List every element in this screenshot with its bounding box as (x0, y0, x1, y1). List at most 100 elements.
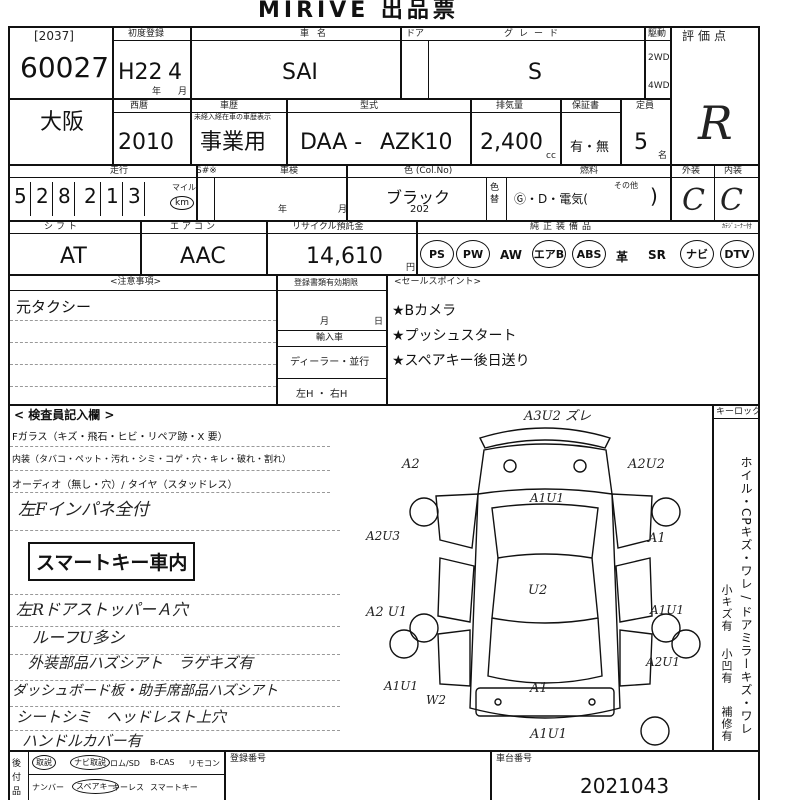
shaseki-label: 車歴 (220, 101, 239, 111)
door-label: ドア (406, 29, 425, 39)
fuel-other: その他 (614, 181, 638, 190)
lot-number: 60027 (20, 51, 110, 84)
diagram-mark: A3U2 ズレ (524, 409, 592, 424)
options-label: 純正装備品 (530, 222, 596, 232)
bottom-side-2: 付 (12, 773, 22, 783)
model-label: 型式 (360, 101, 379, 111)
inspector-note: ハンドルカバー有 (22, 732, 142, 750)
grade-label: グレード (504, 29, 565, 39)
mei-unit: 名 (658, 151, 668, 161)
car-name-label: 車名 (300, 29, 335, 39)
equipment-item: AW (500, 248, 522, 262)
model-code: AZK10 (380, 130, 453, 155)
inspector-note: 左Fインパネ全付 (18, 500, 149, 520)
diagram-mark: A2U2 (628, 457, 665, 472)
smart-key-box: スマートキー車内 (28, 542, 196, 581)
diagram-mark: A1U1 (384, 679, 419, 693)
mileage-digit: 2 (84, 184, 97, 208)
warranty-label: 保証書 (572, 101, 600, 111)
exterior-score: C (682, 183, 705, 218)
diagram-mark: A1U1 (650, 603, 685, 617)
mileage-digit: 8 (58, 184, 71, 208)
drive-label: 駆動 (648, 29, 667, 39)
bottom-item: 取説 (32, 755, 56, 770)
equipment-item: DTV (720, 240, 754, 268)
equipment-item: ナビ (680, 240, 714, 268)
interior-score: C (720, 183, 743, 218)
warranty: 有・無 (570, 140, 610, 155)
mileage-digit: 5 (14, 184, 27, 208)
shaseki-note: 未経入経在車の車歴表示 (194, 113, 271, 121)
audio-row: オーディオ（無し・穴）/ タイヤ（スタッドレス） (12, 480, 238, 491)
equipment-item: SR (648, 248, 666, 262)
inspector-note: ダッシュボード板・助手席部品ハズシアト (12, 683, 278, 699)
displacement: 2,400 (480, 130, 543, 155)
shift-label: シフト (44, 222, 81, 232)
sale-point: ★Bカメラ (392, 303, 457, 319)
import-label: 輸入車 (316, 333, 344, 343)
color-code: 202 (410, 204, 430, 215)
bottom-item: リモコン (188, 759, 220, 768)
bottom-item: B-CAS (150, 758, 175, 767)
fuel-options: Ⓖ・D・電気( (514, 192, 588, 206)
sale-point: ★プッシュスタート (392, 328, 517, 344)
inspection-year-unit: 年 (278, 205, 288, 215)
fuel-close: ) (650, 184, 658, 208)
inspector-note: シートシミ ヘッドレスト上穴 (16, 708, 227, 726)
cc-unit: cc (546, 151, 556, 161)
doc-label: 登録番号 (230, 754, 267, 764)
diagram-mark: U2 (528, 583, 548, 598)
equipment-item: PW (456, 240, 490, 268)
reg-deadline-label: 登録書類有効期限 (294, 278, 358, 287)
equipment-item: エアB (532, 240, 566, 268)
diagram-mark: A1U1 (530, 727, 567, 742)
region: 大阪 (40, 110, 85, 135)
note-main: 元タクシー (16, 298, 92, 316)
lot-bracket: [2037] (34, 29, 74, 43)
year: 2010 (118, 130, 174, 155)
deadline-month-unit: 月 (320, 317, 330, 327)
recycle-value: 14,610 (306, 244, 383, 269)
score-label: 評価点 (682, 29, 731, 43)
diagram-mark: A2U3 (366, 529, 401, 543)
inspector-note: ルーフU多シ (32, 628, 125, 647)
bottom-item: スペアキー (72, 779, 120, 794)
dealer-label: ディーラー・並行 (290, 357, 370, 368)
displacement-label: 排気量 (496, 101, 524, 111)
navi-tuner-label: ｶﾃｼﾞｭｰﾅｰ付 (722, 223, 753, 230)
mile-label: マイル (172, 183, 196, 192)
color-label: 色 (Col.No) (404, 166, 453, 176)
recycle-label: リサイクル預託金 (292, 222, 364, 232)
vertical-note-right: 補修有 (720, 706, 733, 742)
yen-unit: 円 (406, 263, 416, 273)
diagram-mark: A2 U1 (366, 605, 408, 620)
page-title: MIRIVE 出品票 (258, 0, 459, 23)
diagram-mark: A2U1 (646, 655, 681, 669)
equipment-item: PS (420, 240, 454, 268)
interior-row: 内装（タバコ・ペット・汚れ・シミ・コゲ・穴・キレ・破れ・割れ） (12, 455, 292, 465)
capacity: 5 (634, 130, 648, 155)
car-diagram (389, 427, 701, 746)
sale-point: ★スペアキー後日送り (392, 353, 530, 369)
bottom-item: キーレス (112, 783, 144, 792)
mileage-digit: 1 (106, 184, 119, 208)
bottom-item: ロム/SD (110, 759, 140, 768)
inspector-label: < 検査員記入欄 > (14, 408, 115, 422)
serial-label: 車台番号 (496, 754, 533, 764)
serial-number: 2021043 (580, 774, 670, 798)
handle-label: 左H ・ 右H (296, 389, 348, 400)
equipment-item: 革 (616, 250, 629, 264)
drive-4wd: 4WD (648, 81, 670, 91)
inspector-note: スマートキー車内 (36, 552, 188, 574)
bottom-item: ナビ取説 (70, 755, 110, 770)
first-reg-era: H22 (118, 60, 163, 85)
notes-label: <注意事項> (110, 277, 162, 287)
vertical-note-left: 小キズ有 (720, 584, 733, 632)
mileage-digit: 3 (128, 184, 141, 208)
km-circle: km (170, 196, 194, 210)
seireki-label: 西暦 (130, 101, 149, 111)
fuel-label: 燃料 (580, 166, 599, 176)
usage: 事業用 (200, 130, 267, 155)
interior-label: 内装 (724, 166, 743, 176)
sale-points-label: <セールスポイント> (394, 277, 482, 287)
